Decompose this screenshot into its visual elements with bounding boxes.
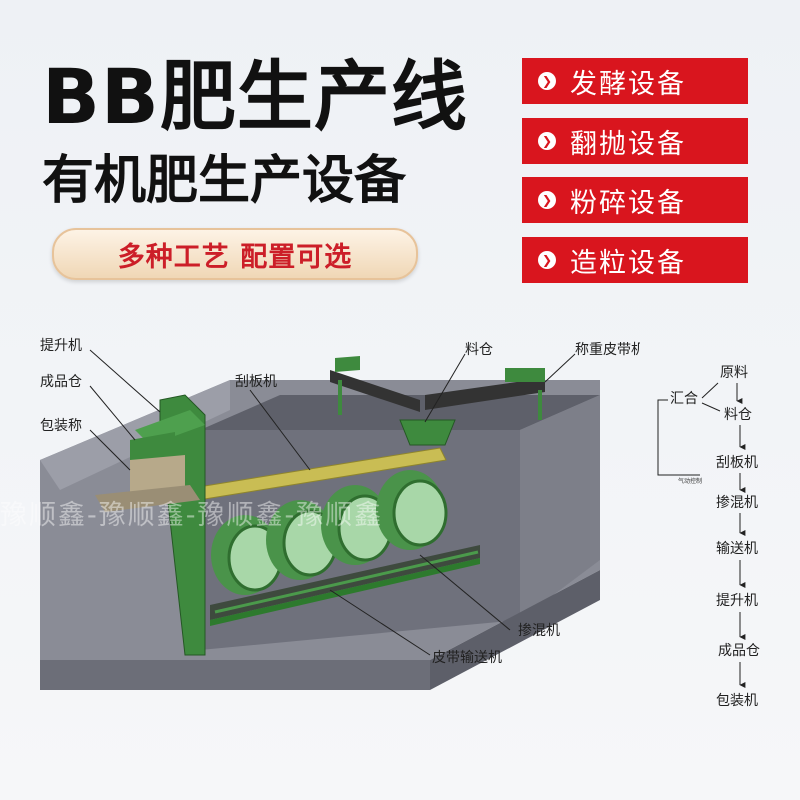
feature-label: 造粒设备 (570, 247, 686, 279)
chevron-right-circle-icon: ❯ (538, 132, 556, 150)
chevron-right-circle-icon: ❯ (538, 191, 556, 209)
feature-label: 粉碎设备 (570, 187, 686, 219)
flow-packing: 包装机 (716, 693, 758, 709)
label-product-bin: 成品仓 (40, 374, 82, 390)
weigh-belt-left (330, 370, 420, 412)
feature-tag-crushing[interactable]: ❯ 粉碎设备 (522, 177, 748, 223)
hopper-body (399, 419, 456, 446)
feature-label: 发酵设备 (570, 68, 686, 100)
flow-mixer: 掺混机 (716, 494, 758, 511)
headline-main: BB肥生产线 (42, 52, 468, 141)
label-elevator: 提升机 (40, 338, 82, 354)
flow-elevator: 提升机 (716, 593, 758, 609)
flow-bin: 料仓 (724, 407, 752, 423)
feature-tag-granulating[interactable]: ❯ 造粒设备 (522, 237, 748, 283)
flow-scraper: 刮板机 (716, 455, 758, 471)
label-belt-conveyor: 皮带输送机 (432, 650, 502, 666)
label-hopper: 料仓 (465, 342, 493, 358)
feature-tag-fermentation[interactable]: ❯ 发酵设备 (522, 58, 748, 104)
production-line-illustration: 提升机 成品仓 包装称 刮板机 料仓 称重皮带机 掺混机 皮带输送机 (40, 338, 640, 690)
label-weigh-belt: 称重皮带机 (575, 342, 640, 358)
watermark: 豫顺鑫-豫顺鑫-豫顺鑫-豫顺鑫 (0, 500, 384, 531)
flow-product-bin: 成品仓 (718, 643, 760, 659)
weigh-belt-right (425, 378, 545, 410)
process-flow-chart: 原料 汇合 料仓 刮板机 气动控制 掺混机 输送机 提升机 成品仓 包装机 (657, 365, 760, 709)
flow-pneumatic: 气动控制 (678, 477, 702, 485)
flow-conveyor: 输送机 (716, 541, 758, 557)
tagline-badge: 多种工艺 配置可选 (52, 228, 418, 280)
chevron-right-circle-icon: ❯ (538, 72, 556, 90)
mixer-drums (211, 470, 448, 595)
feature-label: 翻抛设备 (570, 128, 686, 160)
tagline-text: 多种工艺 配置可选 (117, 241, 353, 273)
feature-tag-turning[interactable]: ❯ 翻抛设备 (522, 118, 748, 164)
flow-raw: 原料 (720, 365, 748, 381)
label-packing-scale: 包装称 (40, 418, 82, 434)
headline-sub: 有机肥生产设备 (42, 151, 407, 211)
label-mixer: 掺混机 (518, 622, 560, 639)
flow-merge: 汇合 (670, 391, 698, 407)
chevron-right-circle-icon: ❯ (538, 251, 556, 269)
label-scraper: 刮板机 (235, 374, 277, 390)
